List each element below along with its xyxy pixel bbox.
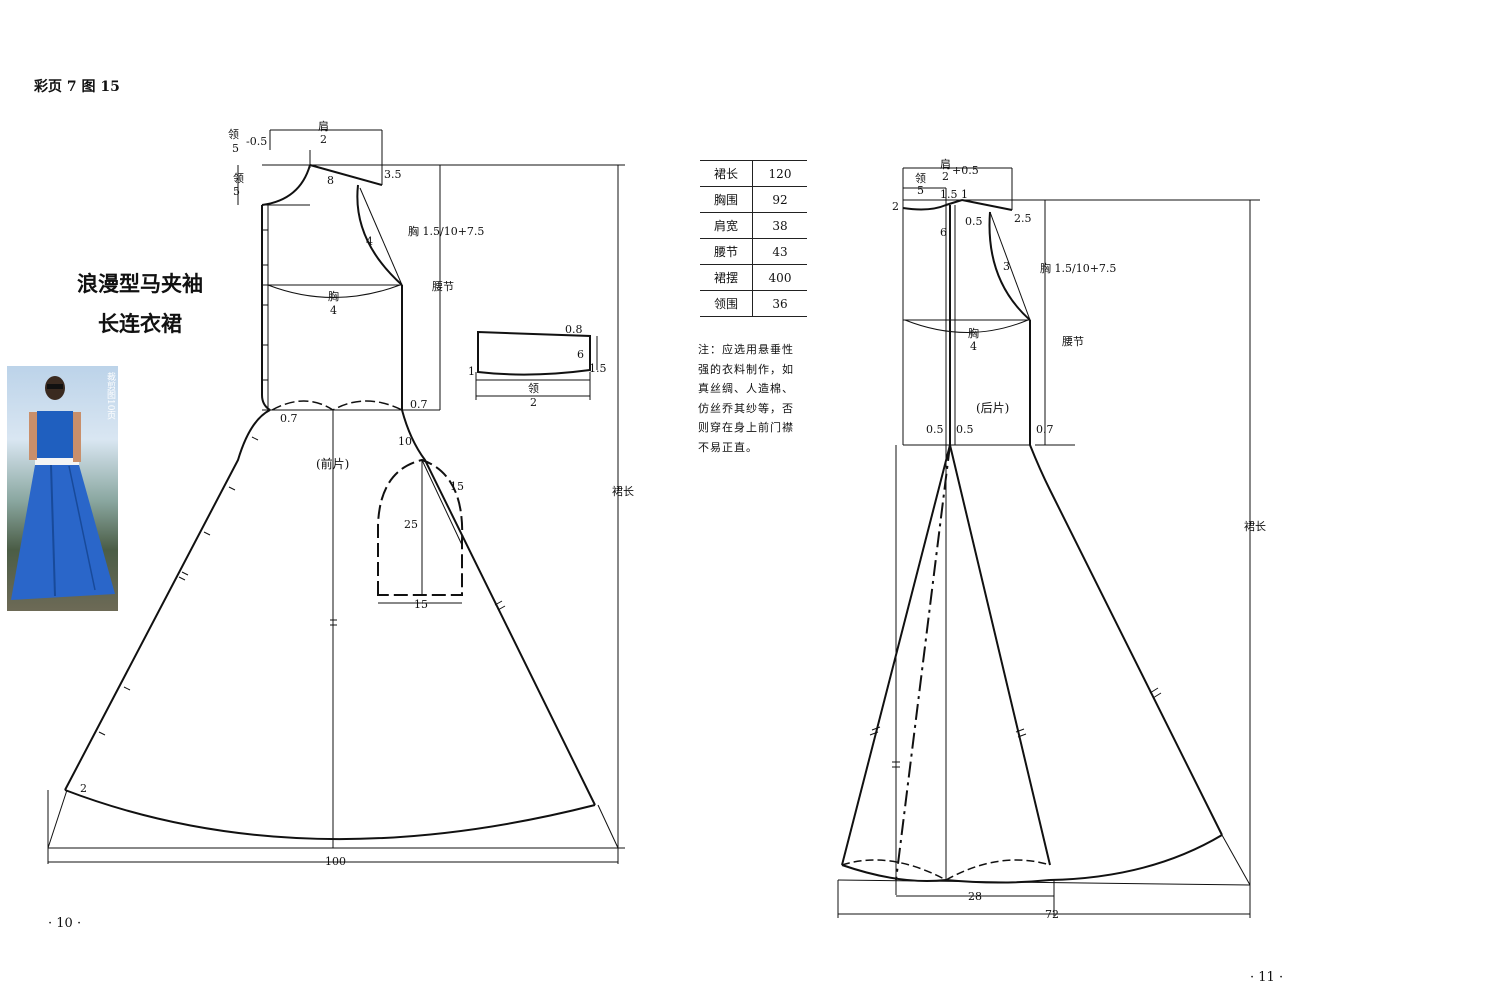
back-mark-6: 6 [940,226,947,239]
table-cell: 120 [752,160,807,187]
back-mark-1: 1 [961,188,968,201]
model-figure [11,376,115,600]
back-mark-0-5-neck: 0.5 [965,215,983,228]
page-number-left: · 10 · [48,916,82,931]
back-mark-0-7: 0.7 [1036,423,1054,436]
back-shoulder-top: 肩 [940,157,951,171]
collar-label-bottom: 2 [530,396,537,409]
back-mark-0-5-right: 0.5 [956,423,974,436]
collar-mark-0-8: 0.8 [565,323,583,336]
table-cell: 肩宽 [700,212,753,239]
back-mark-2: 2 [892,200,899,213]
front-chest-top: 胸 [328,289,339,303]
collar-mark-1: 1 [468,365,475,378]
table-cell: 400 [752,264,807,291]
title-line-1: 浪漫型马夹袖 [77,272,203,296]
title-line-2: 长连衣裙 [98,312,182,336]
back-mark-1-5: 1.5 [940,188,958,201]
collar-mark-1-5: 1.5 [589,362,607,375]
front-mark-2: 2 [80,782,87,795]
front-shoulder-top: 肩 [318,119,329,133]
front-neck-formula-extra: -0.5 [246,135,267,148]
back-mark-0-5-left: 0.5 [926,423,944,436]
front-neck-depth-top: 领 [233,172,244,185]
front-waist-label: 腰节 [432,280,454,293]
back-mark-28: 28 [968,890,982,903]
front-neck-formula-top: 领 [228,128,239,141]
front-length-label: 裙长 [612,485,634,498]
table-cell: 36 [752,290,807,317]
front-chest-bottom: 4 [330,304,337,317]
table-cell: 43 [752,238,807,265]
note-text: 注：应选用悬垂性强的衣料制作，如真丝绸、人造棉、仿丝乔其纱等，否则穿在身上前门襟… [698,343,794,454]
collar-mark-6: 6 [577,348,584,361]
front-mark-4: 4 [366,235,373,248]
back-mark-3: 3 [1003,260,1010,273]
model-photo: 裁剪图10页 [7,366,118,611]
back-length-label: 裙长 [1244,520,1266,533]
front-mark-15: 15 [450,480,464,493]
photo-caption: 裁剪图10页 [105,372,115,420]
front-neck-depth-bottom: 5 [233,185,240,198]
front-mark-10: 10 [398,435,412,448]
front-mark-15-bottom: 15 [414,598,428,611]
back-neck-bottom: 5 [917,184,924,197]
front-mark-3-5: 3.5 [384,168,402,181]
front-neck-formula-bottom: 5 [232,142,239,155]
front-mark-0-7-left: 0.7 [280,412,298,425]
front-mark-0-7-right: 0.7 [410,398,428,411]
back-piece-label: (后片) [976,401,1009,415]
front-mark-8: 8 [327,174,334,187]
collar-piece [475,330,598,400]
back-chest-top: 胸 [968,326,979,340]
front-hem-width: 100 [325,855,346,868]
back-mark-72: 72 [1045,908,1059,921]
back-shoulder-extra: +0.5 [952,164,979,177]
front-chest-formula: 胸 1.5/10+7.5 [408,224,484,238]
page-label: 彩页 7 图 15 [34,79,120,95]
front-piece [47,129,625,864]
collar-label-top: 领 [528,382,539,395]
back-shoulder-bottom: 2 [942,170,949,183]
back-chest-formula: 胸 1.5/10+7.5 [1040,261,1116,275]
back-mark-2-5: 2.5 [1014,212,1032,225]
front-piece-label: (前片) [316,456,349,471]
back-neck-top: 领 [915,172,926,185]
back-piece [837,167,1260,918]
table-cell: 领围 [700,290,753,317]
front-shoulder-bottom: 2 [320,133,327,146]
page-number-right: · 11 · [1250,970,1284,985]
back-chest-bottom: 4 [970,340,977,353]
table-cell: 腰节 [700,238,753,265]
back-waist-label: 腰节 [1062,335,1084,348]
front-mark-25: 25 [404,518,418,531]
table-cell: 胸围 [700,186,753,213]
table-cell: 92 [752,186,807,213]
